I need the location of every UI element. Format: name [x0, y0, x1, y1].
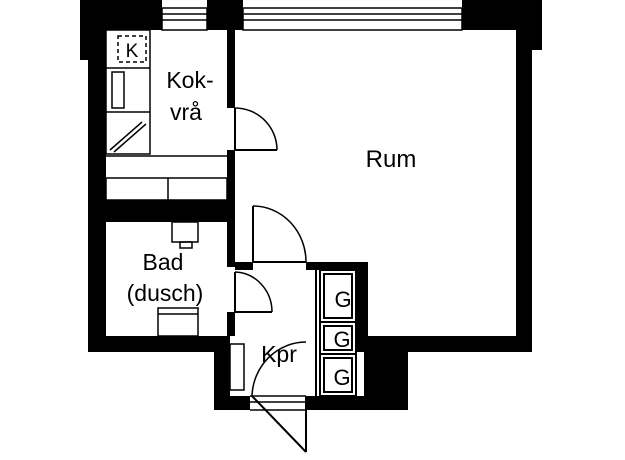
interior-walls	[106, 30, 362, 336]
windows	[161, 7, 463, 31]
room-label-bad-line1: Bad	[143, 249, 184, 275]
kitchen-fixtures	[105, 29, 228, 201]
room-label-rum: Rum	[366, 146, 417, 173]
room-label-kokvra-line1: Kok-	[166, 67, 213, 93]
door-bathroom	[234, 271, 273, 313]
wardrobe-label-3: G	[333, 365, 350, 390]
wardrobe-label-1: G	[334, 287, 351, 312]
stove-label: K	[126, 41, 139, 62]
door-kitchen	[234, 107, 278, 151]
room-label-kokvra-line2: vrå	[170, 99, 202, 125]
bathroom-fixtures	[157, 221, 199, 337]
closets	[315, 269, 357, 397]
room-label-kpr: Kpr	[261, 341, 297, 367]
door-rum-hall	[252, 205, 307, 263]
hall-fixtures	[229, 343, 306, 411]
wardrobe-label-2: G	[333, 327, 350, 352]
doors	[234, 107, 307, 453]
stove-box	[117, 35, 147, 63]
door-entrance	[251, 341, 307, 453]
exterior-walls	[80, 0, 542, 410]
room-label-bad-line2: (dusch)	[127, 280, 204, 306]
